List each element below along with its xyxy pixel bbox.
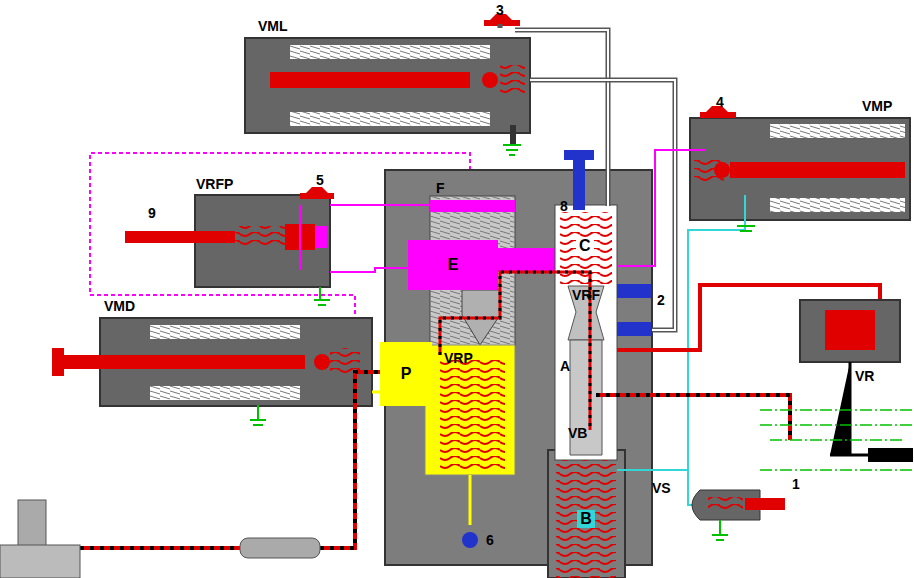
part-label: F: [436, 180, 445, 196]
callout-number: 1: [792, 476, 800, 492]
part-label: VRFP: [196, 176, 233, 192]
pressure-chamber: E: [408, 240, 498, 290]
part-label: VRP: [444, 350, 473, 366]
part-label: VMD: [104, 298, 135, 314]
part-label: VRF: [572, 287, 600, 303]
callout-number: 2: [657, 292, 665, 308]
callout-number: 8: [560, 198, 568, 214]
part-label: A: [560, 358, 570, 374]
part-label: VS: [652, 480, 671, 496]
spring-chamber: B: [556, 460, 616, 578]
part-label: VMP: [862, 98, 892, 114]
chamber-letter: E: [448, 256, 459, 274]
callout-number: 5: [316, 172, 324, 188]
chamber-letter: P: [401, 365, 412, 383]
pressure-chamber: P: [380, 342, 432, 406]
part-label: C: [576, 238, 594, 254]
callout-number: 4: [716, 94, 724, 110]
part-label: VML: [258, 18, 288, 34]
chamber-letter: B: [577, 510, 595, 528]
part-label: VR: [855, 368, 874, 384]
callout-number: 9: [148, 205, 156, 221]
part-label: VB: [568, 425, 587, 441]
callout-number: 3: [496, 2, 504, 18]
callout-number: 6: [486, 532, 494, 548]
